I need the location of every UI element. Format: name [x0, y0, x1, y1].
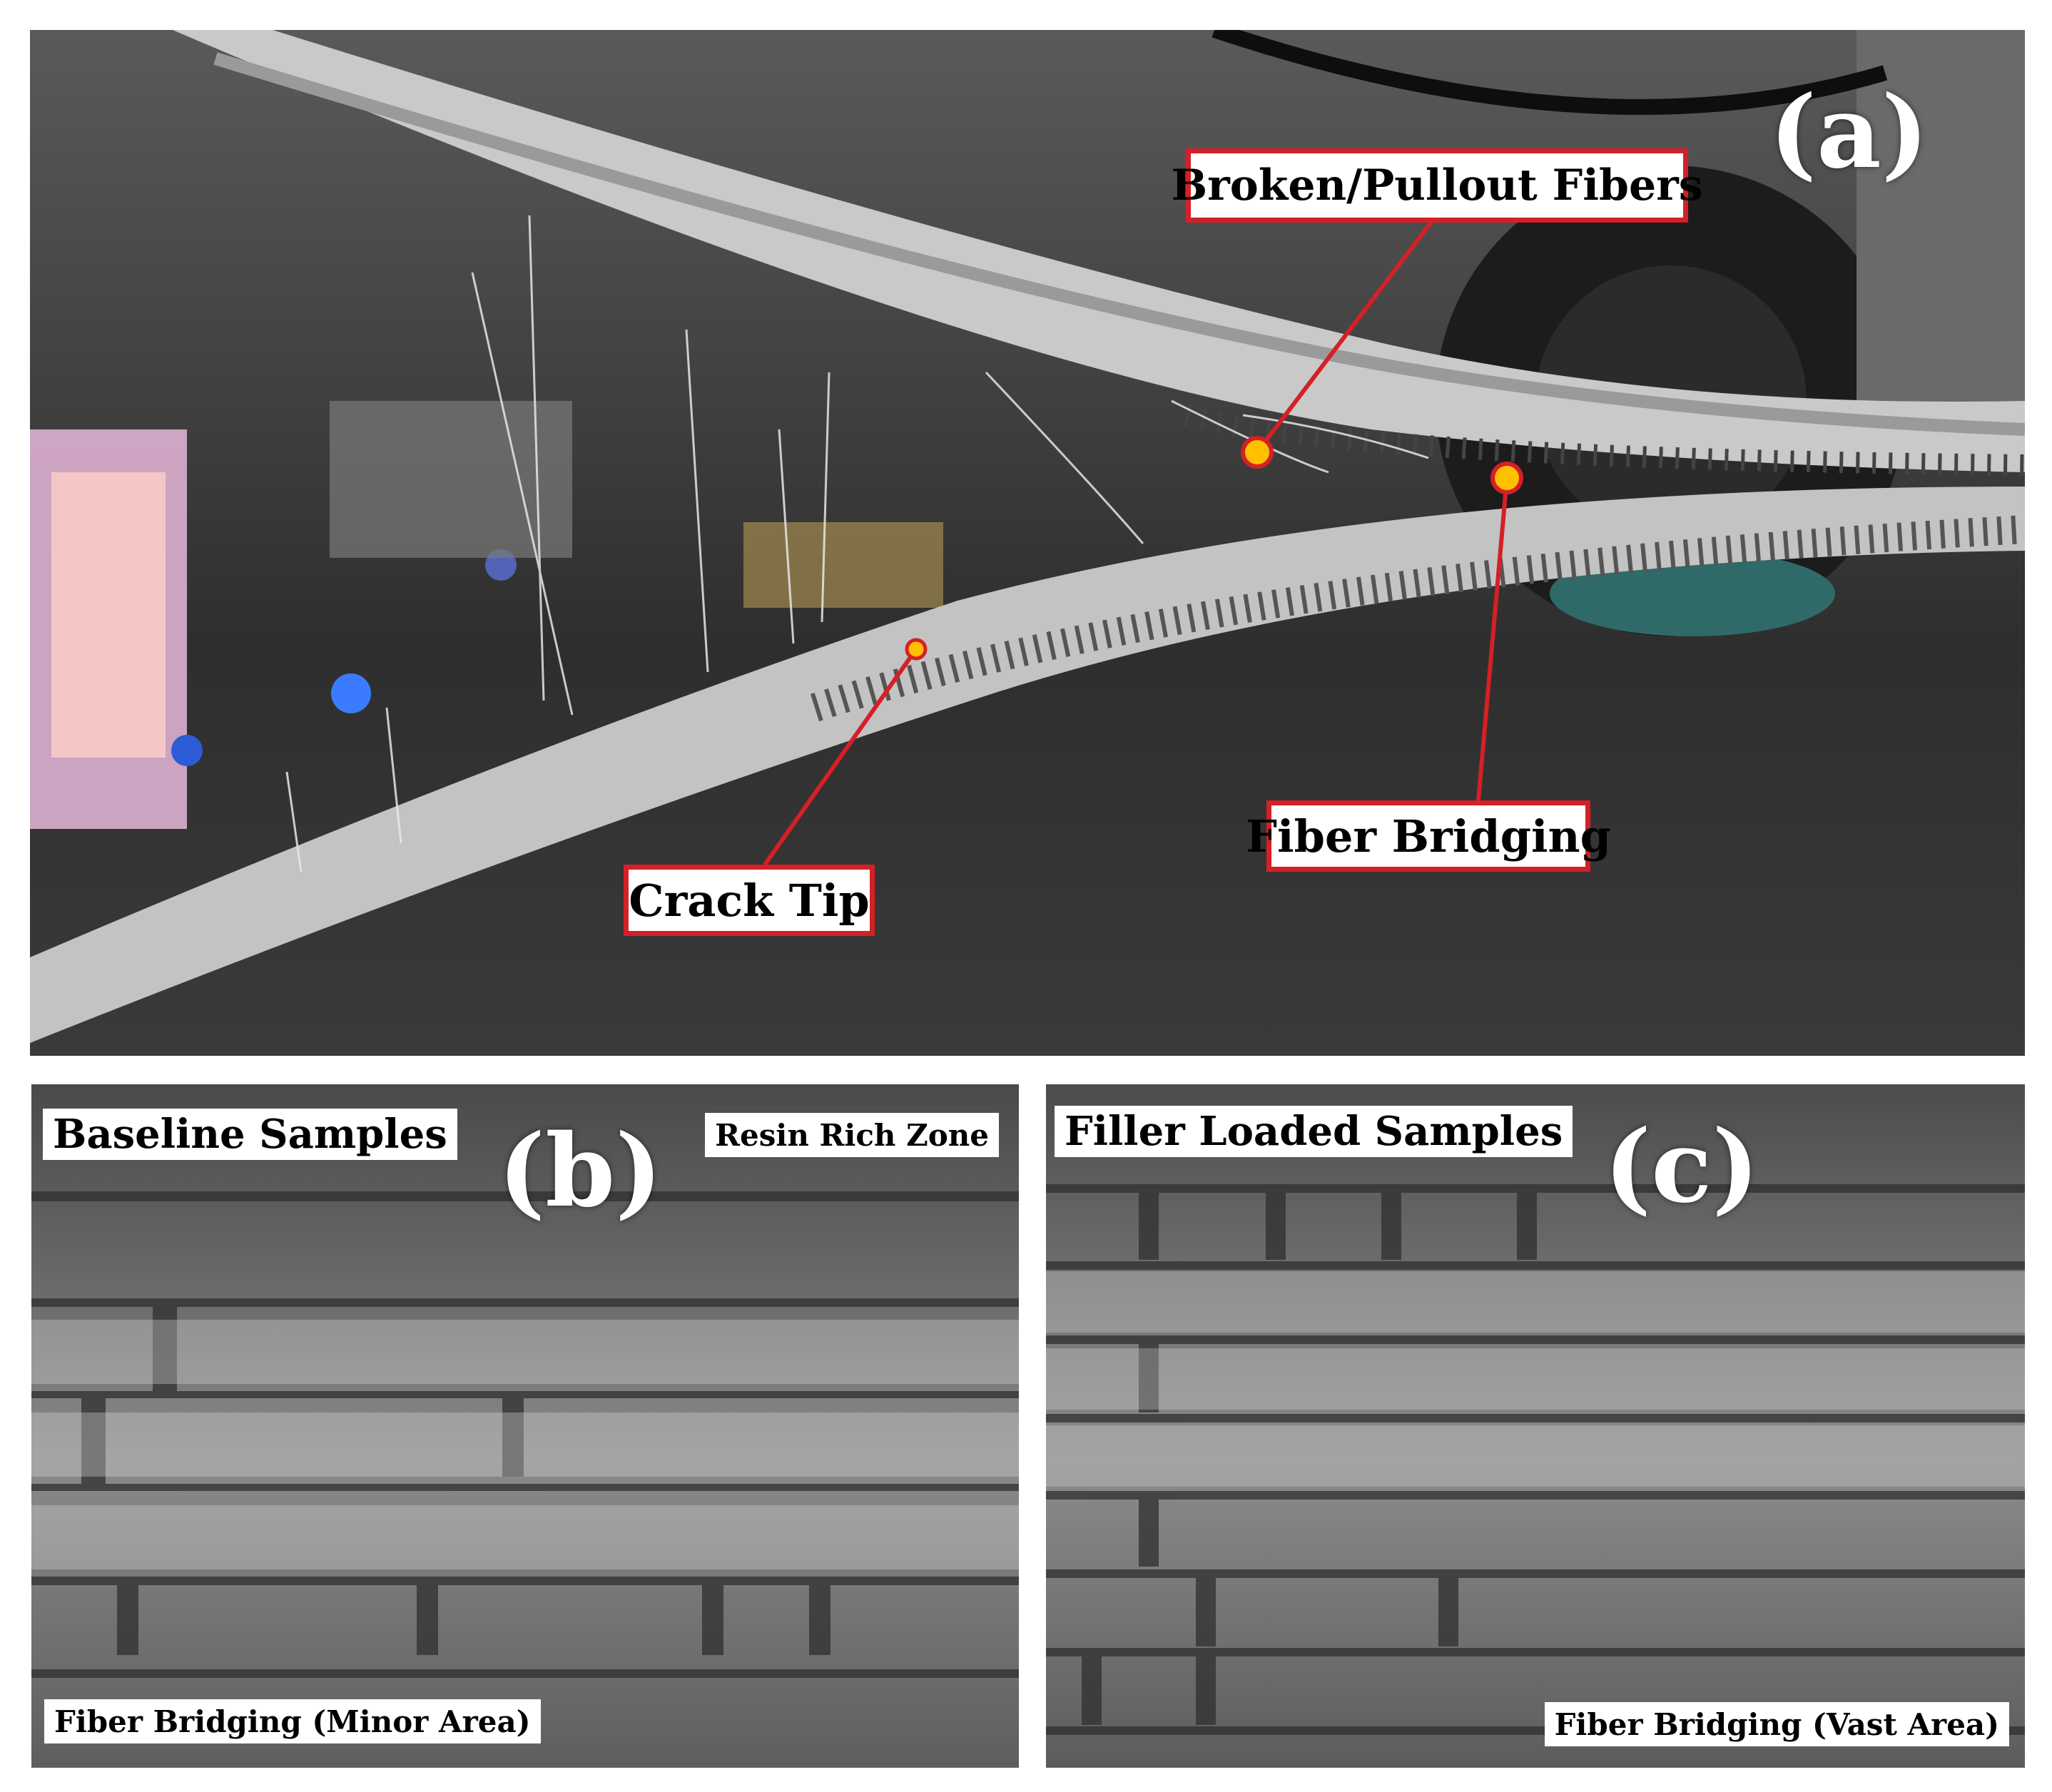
panel-c-bottom-label: Fiber Bridging (Vast Area) — [1544, 1702, 2009, 1746]
resin-rich-zone-label: Resin Rich Zone — [705, 1113, 999, 1157]
filler-loaded-fracture-surface — [1046, 1184, 2025, 1735]
panel-a-photo: (a) Broken/Pullout Fibers Fiber Bridging… — [30, 30, 2025, 1056]
crack-tip-marker — [905, 638, 928, 661]
panel-a-letter: (a) — [1769, 74, 1929, 191]
panel-b-bottom-label: Fiber Bridging (Minor Area) — [44, 1699, 541, 1743]
callout-fiber-bridging: Fiber Bridging — [1246, 800, 1611, 872]
panel-c-photo: Filler Loaded Samples (c) Fiber Bridging… — [1046, 1084, 2025, 1768]
panel-b-photo: Baseline Samples Resin Rich Zone (b) Fib… — [31, 1084, 1019, 1768]
bridging-marker — [1490, 462, 1523, 494]
panel-b-title: Baseline Samples — [43, 1109, 457, 1160]
panel-c-letter: (c) — [1604, 1109, 1759, 1226]
callout-broken-pullout-fibers: Broken/Pullout Fibers — [1171, 148, 1703, 223]
pullout-marker — [1241, 436, 1274, 469]
dcb-specimen-photo — [30, 30, 2025, 1043]
baseline-fracture-surface — [31, 1191, 1019, 1678]
callout-crack-tip: Crack Tip — [624, 865, 875, 936]
panel-b-letter: (b) — [498, 1113, 663, 1230]
panel-c-title: Filler Loaded Samples — [1055, 1106, 1573, 1157]
